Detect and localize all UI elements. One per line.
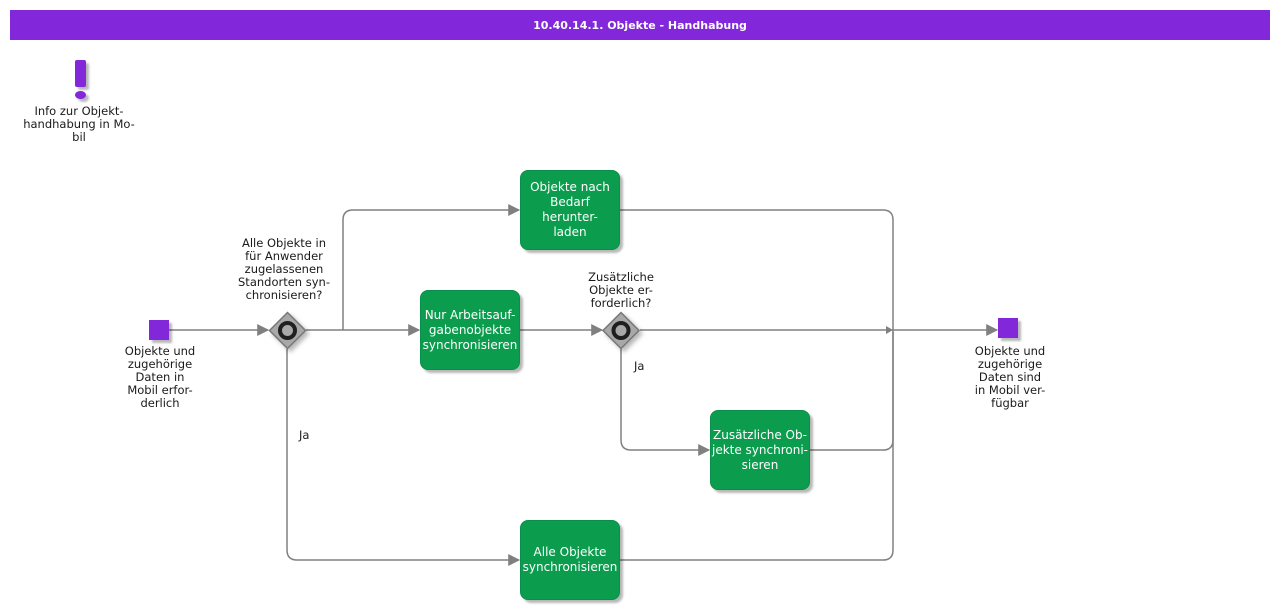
info-note-label: Info zur Objekt- handhabung in Mo- bil	[23, 104, 135, 144]
decision1-diamond	[268, 311, 307, 350]
decision2-diamond	[601, 311, 641, 350]
activity-sync-work-objects-label: Nur Arbeitsauf- gabenobjekte synchronisi…	[422, 307, 518, 352]
edge-sync-additional-to-merge	[810, 332, 894, 451]
activity-sync-work-objects: Nur Arbeitsauf- gabenobjekte synchronisi…	[420, 290, 520, 370]
end-event-label: Objekte und zugehörige Daten sind in Mob…	[974, 344, 1046, 410]
decision1-gateway	[268, 311, 307, 350]
edge-decision2-ja-to-sync-additional	[620, 349, 711, 456]
decision2-ja-label: Ja	[634, 359, 645, 373]
edge-decision1-ja-to-sync-all	[286, 349, 521, 566]
start-event-label: Objekte und zugehörige Daten in Mobil er…	[124, 344, 196, 410]
activity-sync-additional-label: Zusätzliche Ob- jekte synchroni- sieren	[711, 427, 808, 472]
decision2-gateway	[601, 311, 641, 350]
diagram-title: 10.40.14.1. Objekte - Handhabung	[533, 18, 747, 32]
activity-sync-all: Alle Objekte synchronisieren	[520, 520, 620, 600]
activity-download-on-demand-label: Objekte nach Bedarf herunter- laden	[530, 180, 610, 239]
activity-sync-additional: Zusätzliche Ob- jekte synchroni- sieren	[710, 410, 810, 490]
decision2-ring-icon	[611, 321, 631, 340]
decision1-question: Alle Objekte in für Anwender zugelassene…	[238, 236, 330, 302]
decision1-ring-icon	[278, 321, 297, 340]
end-event-node	[998, 318, 1018, 338]
diagram-title-bar: 10.40.14.1. Objekte - Handhabung	[10, 10, 1270, 40]
merge-arrowhead	[886, 326, 893, 334]
activity-sync-all-label: Alle Objekte synchronisieren	[522, 545, 618, 574]
start-event-node	[149, 320, 169, 340]
activity-download-on-demand: Objekte nach Bedarf herunter- laden	[520, 170, 620, 250]
edge-download-to-merge	[620, 209, 894, 330]
edge-decision1-to-download	[342, 204, 521, 330]
decision2-question: Zusätzliche Objekte er- forderlich?	[588, 270, 654, 310]
edge-sync-all-to-merge	[620, 330, 894, 561]
decision1-ja-label: Ja	[299, 428, 310, 442]
